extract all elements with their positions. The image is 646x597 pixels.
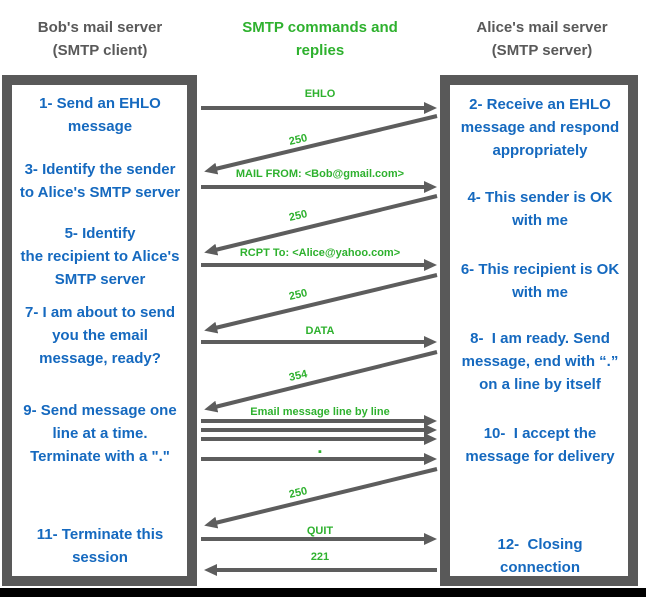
arrow-reply-250-4: [204, 467, 438, 529]
server-column-header: Alice's mail server (SMTP server): [476, 19, 608, 59]
client-step-5: 5- Identify the recipient to Alice's SMT…: [20, 225, 180, 288]
label-reply-221: 221: [310, 551, 330, 563]
label-email-lines: Email message line by line: [250, 406, 390, 418]
server-step-6: 6- This recipient is OK with me: [460, 261, 620, 301]
label-mail-from: MAIL FROM: <Bob@gmail.com>: [235, 168, 405, 180]
arrow-reply-250-3: [204, 273, 438, 334]
commands-column-header: SMTP commands and replies: [242, 19, 398, 59]
label-rcpt-to: RCPT To: <Alice@yahoo.com>: [239, 247, 401, 259]
server-step-12: 12- Closing connection: [497, 536, 583, 576]
client-step-3: 3- Identify the sender to Alice's SMTP s…: [19, 161, 181, 201]
client-box: [2, 75, 197, 586]
server-box: [440, 75, 638, 586]
arrow-reply-250-2: [204, 194, 438, 256]
client-column-header: Bob's mail server (SMTP client): [37, 19, 163, 59]
arrow-reply-354: [204, 350, 438, 413]
client-step-7: 7- I am about to send you the email mess…: [24, 304, 175, 367]
server-step-4: 4- This sender is OK with me: [467, 189, 613, 229]
arrow-reply-250-1: [204, 114, 438, 175]
client-step-9: 9- Send message one line at a time. Term…: [23, 402, 177, 465]
dot-terminator-glyph: ▪: [318, 446, 322, 458]
server-step-8: 8- I am ready. Send message, end with “.…: [461, 330, 619, 393]
bottom-bar: [0, 588, 646, 597]
client-step-11: 11- Terminate this session: [36, 526, 164, 566]
server-step-2: 2- Receive an EHLO message and respond a…: [460, 96, 620, 159]
label-data: DATA: [305, 325, 335, 337]
server-step-10: 10- I accept the message for delivery: [465, 425, 615, 465]
label-quit: QUIT: [306, 525, 334, 537]
client-step-1: 1- Send an EHLO message: [39, 95, 161, 135]
label-ehlo: EHLO: [304, 88, 336, 100]
